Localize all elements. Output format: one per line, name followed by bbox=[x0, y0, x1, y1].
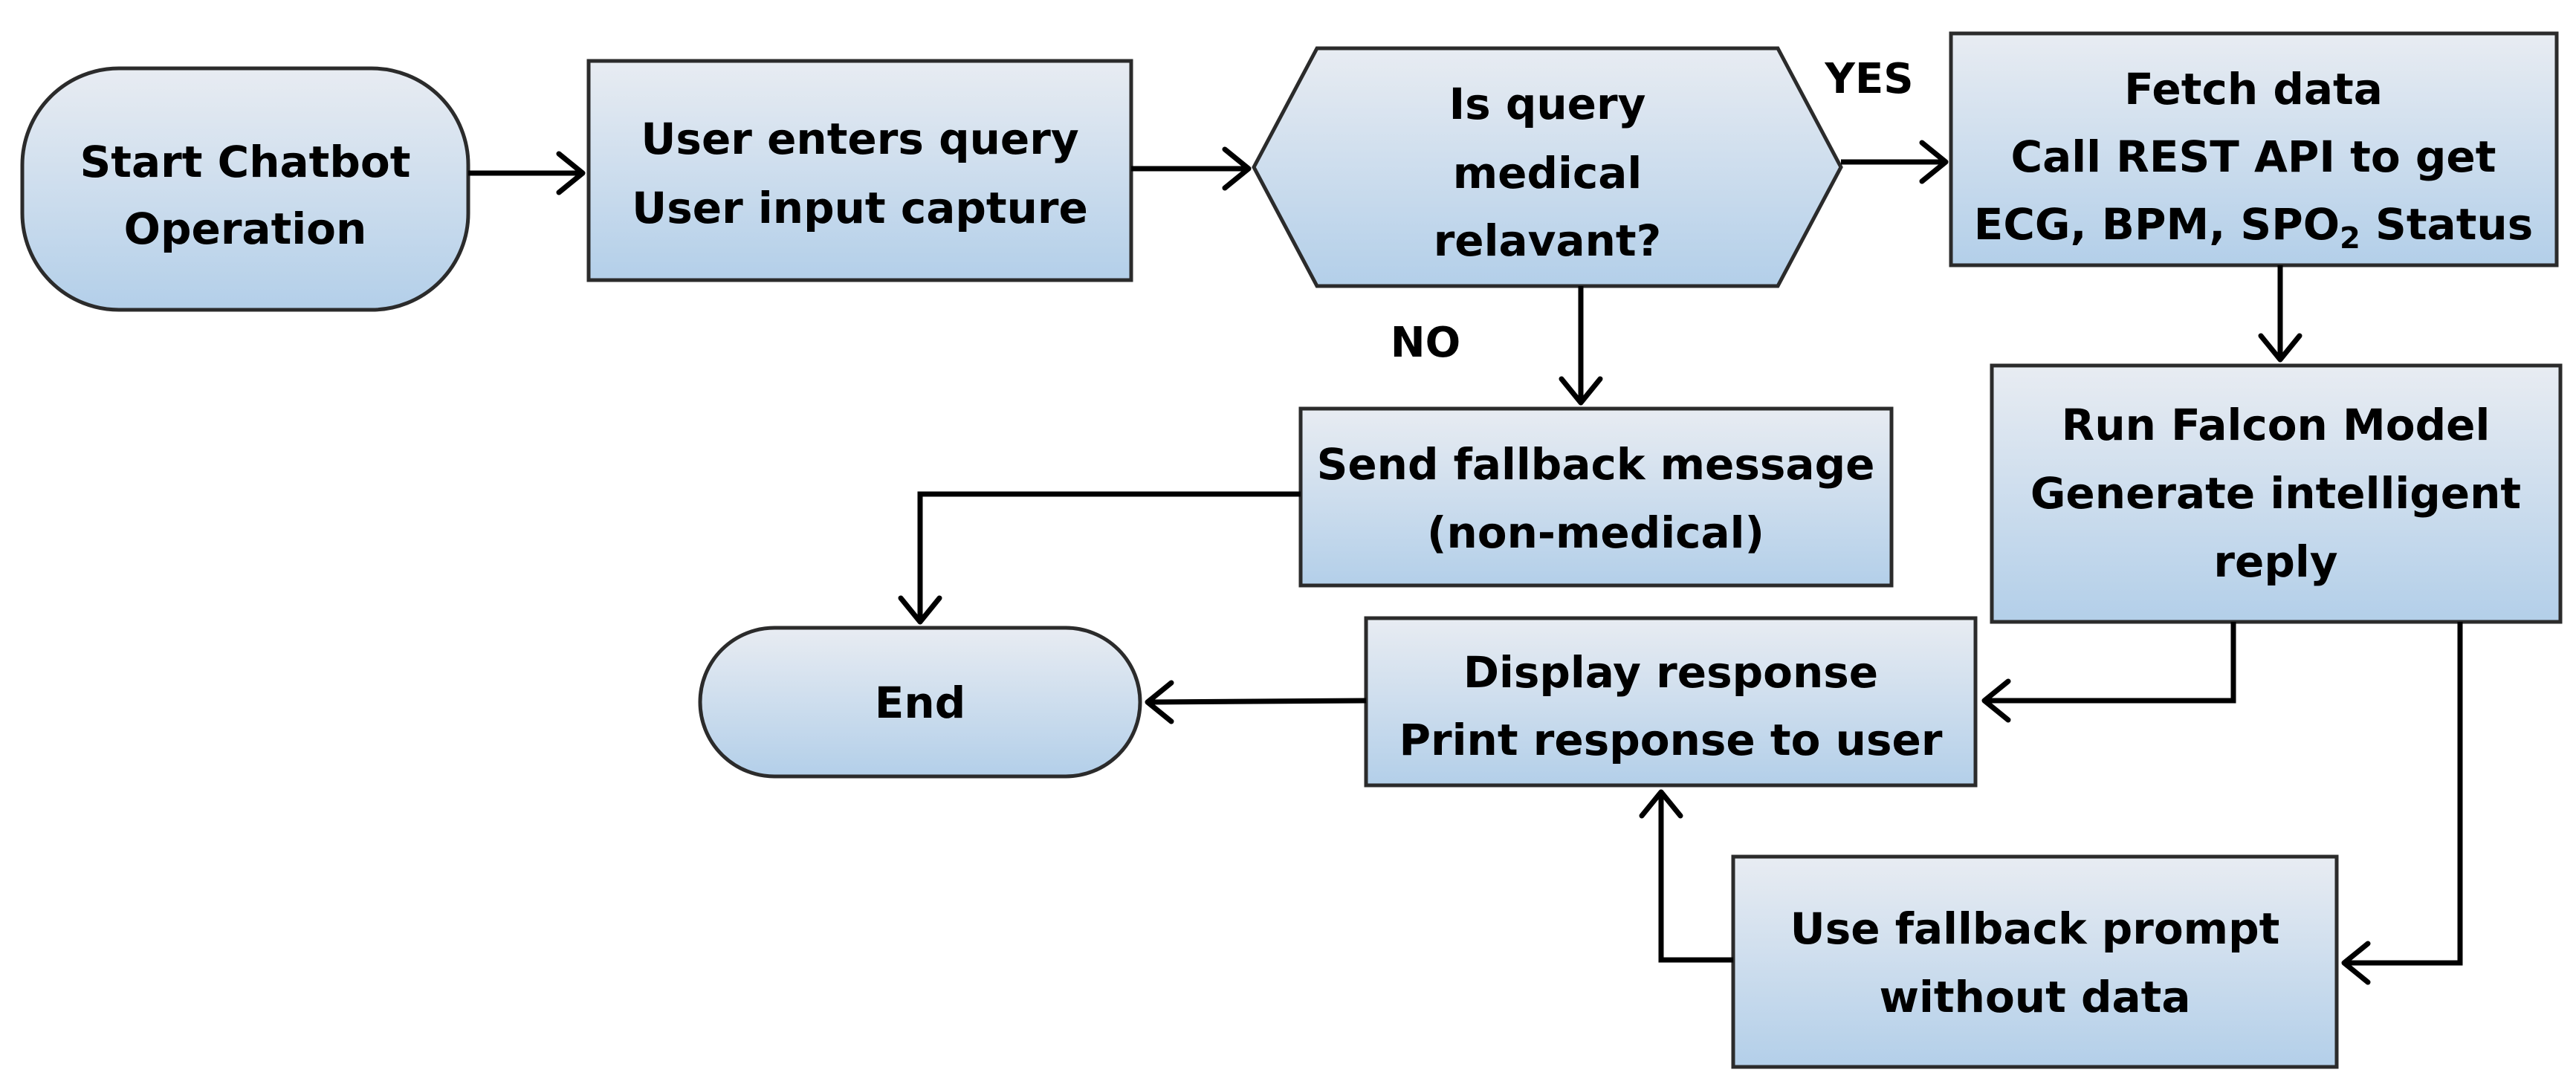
svg-text:reply: reply bbox=[2213, 536, 2337, 587]
svg-text:Send fallback message: Send fallback message bbox=[1317, 439, 1875, 490]
svg-text:Start Chatbot: Start Chatbot bbox=[80, 137, 411, 187]
no-label: NO bbox=[1391, 319, 1460, 367]
edge-display-to-end bbox=[1145, 680, 1367, 724]
edge-falcon-to-display bbox=[1981, 622, 2236, 723]
svg-text:without data: without data bbox=[1879, 972, 2190, 1022]
display-response-node: Display response Print response to user bbox=[1364, 616, 1978, 788]
falcon-model-node: Run Falcon Model Generate intelligent re… bbox=[1990, 363, 2563, 624]
fetch-line-3: ECG, BPM, SPO2 Status bbox=[1974, 199, 2533, 256]
edge-decision-to-fallback-message bbox=[1559, 286, 1603, 406]
svg-text:medical: medical bbox=[1453, 148, 1643, 198]
yes-label: YES bbox=[1824, 55, 1913, 103]
user-input-node: User enters query User input capture bbox=[586, 59, 1133, 282]
end-node: End bbox=[698, 626, 1142, 779]
edge-fetch-to-falcon bbox=[2258, 265, 2302, 363]
svg-text:End: End bbox=[875, 678, 965, 728]
svg-text:User enters query: User enters query bbox=[641, 114, 1078, 164]
svg-text:Print response to user: Print response to user bbox=[1399, 715, 1943, 765]
svg-text:Run Falcon Model: Run Falcon Model bbox=[2062, 400, 2491, 450]
svg-text:Call REST API to get: Call REST API to get bbox=[2011, 132, 2496, 182]
edge-fallback-prompt-to-display bbox=[1639, 789, 1733, 963]
svg-text:(non-medical): (non-medical) bbox=[1427, 507, 1764, 558]
fallback-prompt-node: Use fallback prompt without data bbox=[1731, 854, 2339, 1069]
start-node: Start Chatbot Operation bbox=[20, 66, 470, 312]
edge-fallback-message-to-end bbox=[898, 491, 1301, 625]
fallback-message-node: Send fallback message (non-medical) bbox=[1298, 406, 1894, 588]
edge-start-to-input bbox=[468, 151, 586, 195]
fetch-data-node: Fetch data Call REST API to get ECG, BPM… bbox=[1949, 31, 2559, 267]
svg-text:relavant?: relavant? bbox=[1434, 215, 1662, 266]
edge-input-to-decision bbox=[1131, 146, 1252, 191]
decision-node: Is query medical relavant? bbox=[1252, 46, 1843, 288]
svg-text:User input capture: User input capture bbox=[632, 183, 1088, 233]
edge-decision-to-fetch bbox=[1841, 140, 1949, 184]
svg-text:Fetch data: Fetch data bbox=[2124, 64, 2383, 114]
svg-text:Is query: Is query bbox=[1449, 79, 1646, 129]
svg-text:Generate intelligent: Generate intelligent bbox=[2030, 468, 2521, 519]
svg-text:Operation: Operation bbox=[124, 204, 367, 254]
svg-text:Use fallback prompt: Use fallback prompt bbox=[1790, 903, 2280, 954]
svg-text:Display response: Display response bbox=[1463, 647, 1878, 698]
edge-falcon-to-fallback-prompt bbox=[2341, 622, 2463, 985]
